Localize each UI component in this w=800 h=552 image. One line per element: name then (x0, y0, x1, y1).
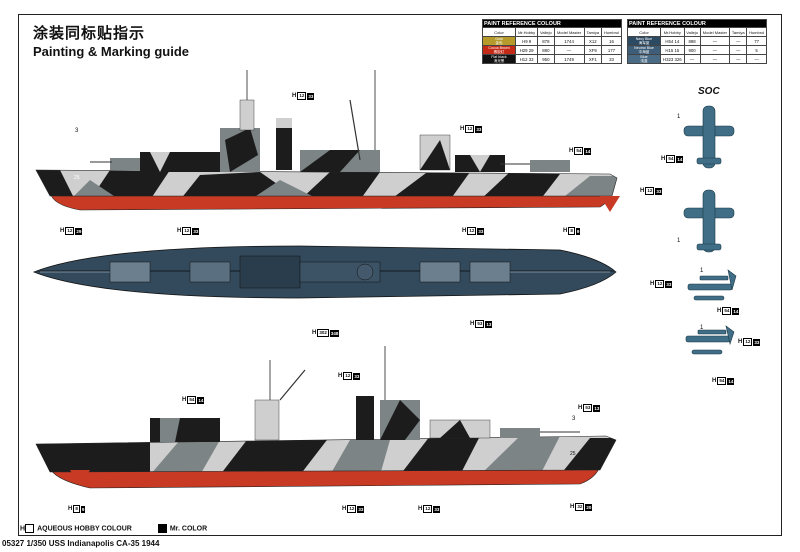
soc-plane-side-1 (687, 269, 737, 301)
humbrol-code: — (746, 54, 767, 64)
hull-number: 25 (570, 451, 576, 457)
footer-caption: 05327 1/350 USS Indianapolis CA-35 1944 (2, 539, 160, 548)
side-profile-port (35, 346, 617, 489)
aqueous-square-icon (25, 524, 35, 533)
paint-reference-table-1: PAINT REFERENCE COLOUR Color Mr.Hobby Va… (482, 19, 623, 64)
hull-number: 25 (74, 175, 80, 181)
side-profile-starboard (35, 70, 620, 212)
soc-plane-side-2 (685, 325, 735, 355)
title-chinese: 涂装同标贴指示 (33, 24, 146, 42)
legend-mr-color: Mr. COLOR (157, 524, 207, 533)
soc-plane-top-2 (683, 189, 735, 253)
title-english: Painting & Marking guide (33, 44, 190, 59)
marking-number: 1 (700, 325, 704, 331)
marking-number: 3 (572, 416, 576, 422)
tamiya-code: XF1 (583, 54, 602, 64)
marking-number: 1 (700, 268, 704, 274)
paint-reference-table-2: PAINT REFERENCE COLOUR Color Mr.Hobby Va… (627, 19, 767, 64)
soc-label: SOC (698, 86, 720, 97)
drawing-frame (18, 14, 782, 536)
marking-number: 3 (75, 128, 79, 134)
deck-plan-view (32, 245, 617, 299)
soc-planes (683, 105, 737, 355)
humbrol-code: 33 (600, 54, 623, 64)
vallejo-code: 950 (537, 54, 555, 64)
marking-number: 1 (677, 114, 681, 120)
marking-number: 1 (677, 238, 681, 244)
soc-plane-top-1 (683, 105, 735, 169)
mr-color-square-icon (157, 524, 167, 533)
vallejo-code: — (683, 54, 701, 64)
tamiya-code: — (729, 54, 748, 64)
